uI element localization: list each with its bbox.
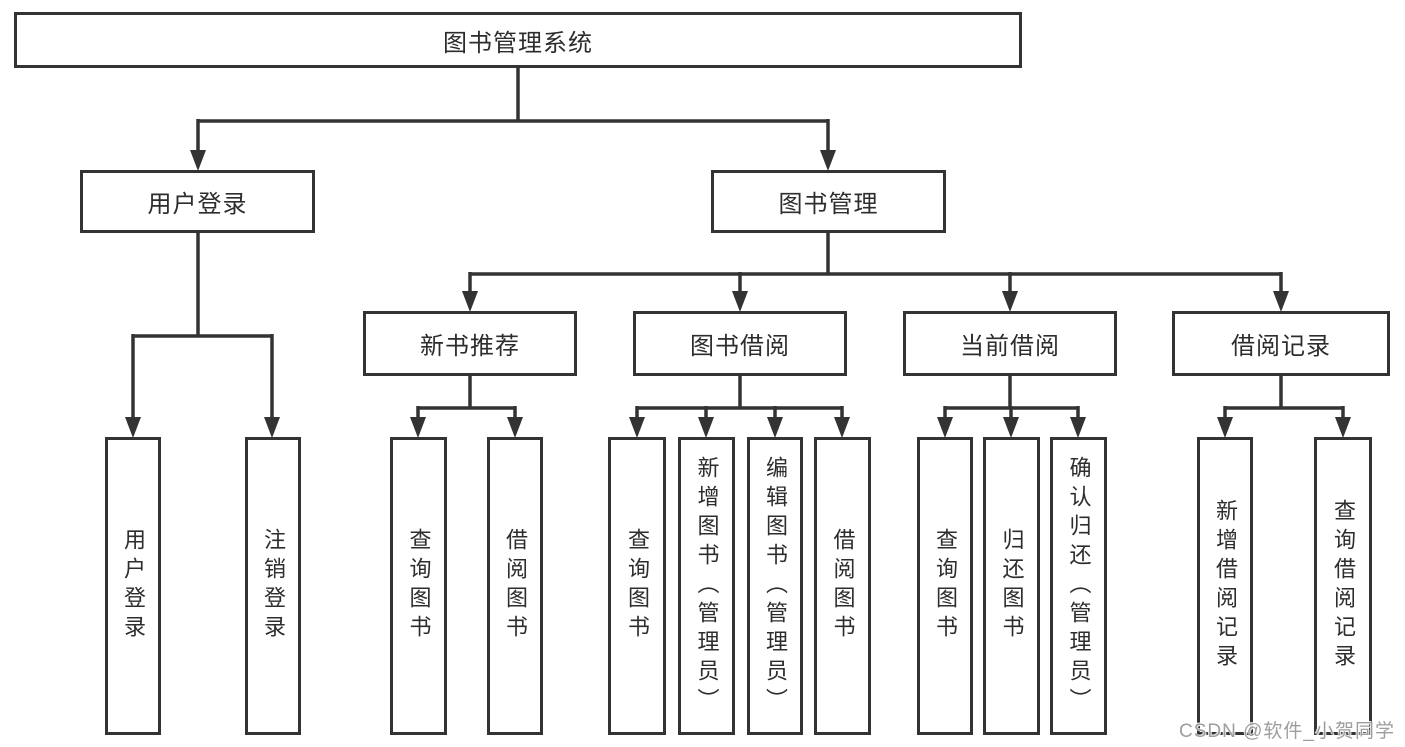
node-leaf-return-book: 归还图书 (983, 437, 1040, 735)
node-label: 确认归还（管理员） (1066, 455, 1092, 717)
node-label: 新书推荐 (420, 333, 520, 360)
node-leaf-query-book-current: 查询图书 (917, 437, 973, 735)
node-label: 编辑图书（管理员） (763, 455, 788, 717)
node-label: 借阅记录 (1231, 333, 1331, 360)
node-label: 图书管理系统 (443, 29, 593, 57)
node-label: 归还图书 (999, 528, 1025, 644)
node-leaf-confirm-return-admin: 确认归还（管理员） (1050, 437, 1107, 735)
csdn-watermark: CSDN @软件_小贺同学 (1179, 721, 1395, 742)
node-label: 注销登录 (261, 528, 286, 644)
node-label: 新增图书（管理员） (694, 455, 720, 717)
node-leaf-query-borrow-record: 查询借阅记录 (1314, 437, 1372, 735)
node-label: 查询借阅记录 (1331, 499, 1356, 673)
node-book-borrow: 图书借阅 (633, 311, 847, 376)
node-leaf-query-book-recommend: 查询图书 (390, 437, 447, 735)
node-label: 当前借阅 (960, 333, 1060, 360)
node-label: 图书借阅 (690, 333, 790, 360)
node-leaf-add-book-admin: 新增图书（管理员） (678, 437, 735, 735)
node-label: 查询图书 (933, 528, 958, 644)
node-borrow-record: 借阅记录 (1172, 311, 1390, 376)
node-label: 新增借阅记录 (1213, 499, 1238, 673)
node-leaf-logout: 注销登录 (245, 437, 301, 735)
node-label: 用户登录 (121, 528, 146, 644)
node-label: 查询图书 (406, 528, 432, 644)
node-current-borrow: 当前借阅 (903, 311, 1117, 376)
node-label: 查询图书 (625, 528, 650, 644)
node-book-management: 图书管理 (711, 170, 946, 233)
node-label: 图书管理 (778, 191, 879, 218)
node-leaf-query-book-borrow: 查询图书 (608, 437, 666, 735)
node-leaf-edit-book-admin: 编辑图书（管理员） (747, 437, 803, 735)
node-leaf-add-borrow-record: 新增借阅记录 (1197, 437, 1253, 735)
node-leaf-borrow-book-recommend: 借阅图书 (487, 437, 543, 735)
node-label: 借阅图书 (503, 528, 528, 644)
node-label: 用户登录 (147, 191, 248, 218)
node-leaf-user-login: 用户登录 (105, 437, 161, 735)
node-leaf-borrow-book: 借阅图书 (814, 437, 871, 735)
node-new-book-recommend: 新书推荐 (363, 311, 577, 376)
node-root: 图书管理系统 (14, 12, 1022, 68)
node-label: 借阅图书 (830, 528, 856, 644)
node-user-login: 用户登录 (80, 170, 315, 233)
